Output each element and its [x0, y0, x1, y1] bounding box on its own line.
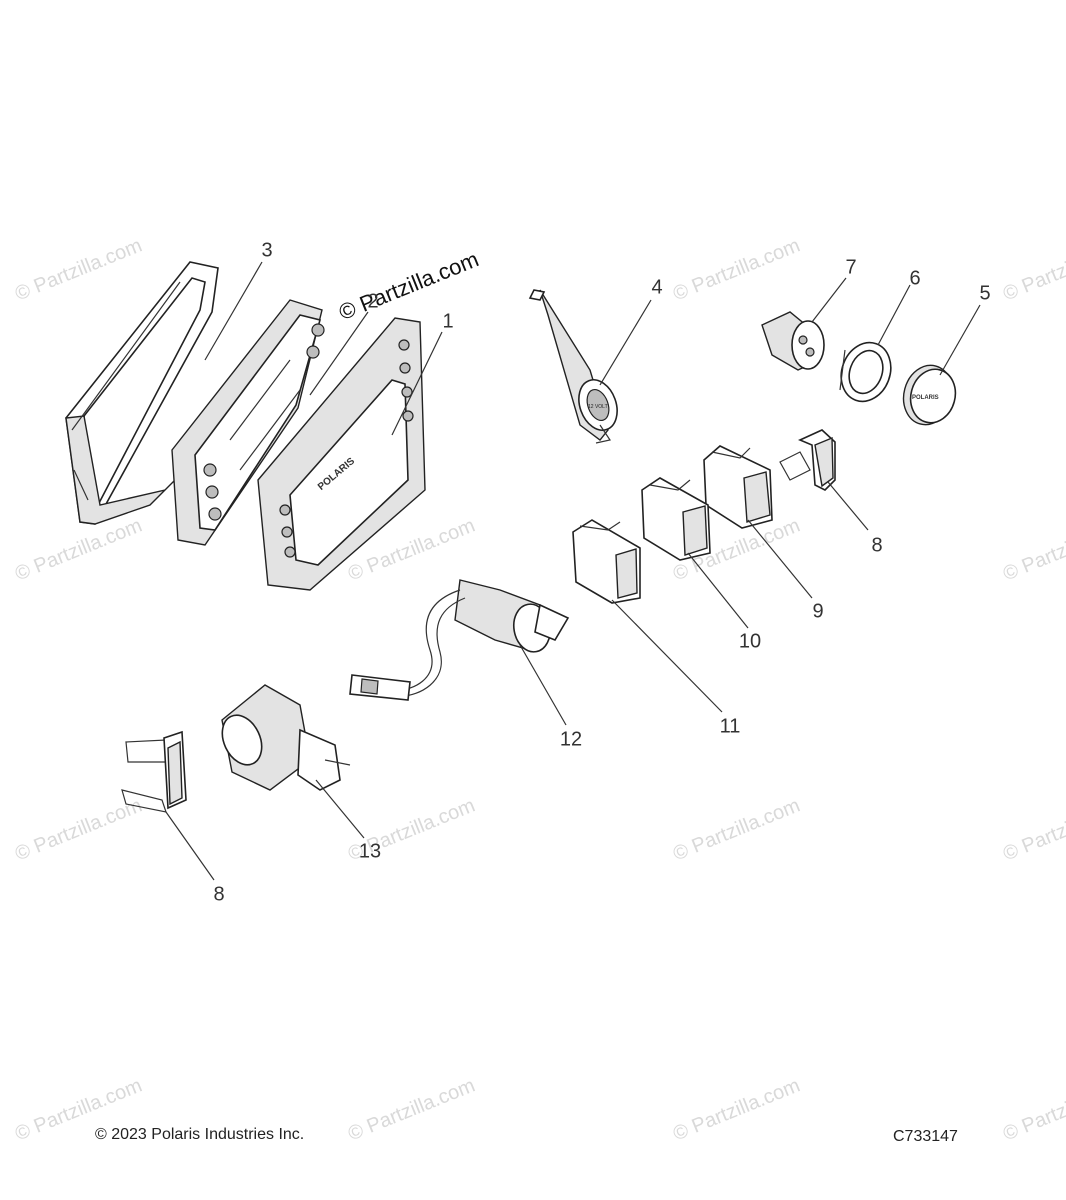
part-8-switch-blank-lower — [121, 730, 187, 813]
part-13-knob — [221, 684, 351, 791]
callout-7: 7 — [845, 256, 857, 279]
part-5-cap: POLARIS — [902, 364, 957, 426]
callout-1: 1 — [442, 310, 454, 333]
part-12-ignition-harness — [349, 579, 570, 701]
part-11-rocker-switch — [572, 519, 641, 604]
callout-5: 5 — [979, 282, 991, 305]
callout-10: 10 — [738, 630, 762, 653]
callout-4: 4 — [651, 276, 663, 299]
part-1-front-bezel: POLARIS — [257, 317, 426, 591]
part-6-nut-ring — [839, 341, 892, 403]
outlet-label-text: 12 VOLT — [588, 404, 608, 410]
leader-lines — [165, 261, 981, 881]
copyright-text: © 2023 Polaris Industries Inc. — [95, 1126, 305, 1143]
callout-3: 3 — [261, 239, 273, 262]
part-8-switch-blank-upper — [779, 429, 836, 491]
part-4-power-outlet: 12 VOLT — [528, 289, 618, 444]
callout-9: 9 — [812, 600, 824, 623]
callout-8-upper: 8 — [871, 534, 883, 557]
diagram-code: C733147 — [893, 1128, 958, 1145]
callout-8-lower: 8 — [213, 883, 225, 906]
part-7-usb-port — [761, 311, 825, 371]
callout-11: 11 — [719, 715, 741, 738]
callout-13: 13 — [358, 840, 382, 863]
callout-6: 6 — [909, 267, 921, 290]
part-10-rocker-switch — [641, 477, 711, 561]
callout-12: 12 — [559, 728, 583, 751]
part-2-instrument-cluster — [171, 299, 325, 546]
cap-brand-text: POLARIS — [912, 395, 939, 401]
callout-2: 2 — [367, 290, 379, 313]
part-9-rocker-switch — [703, 445, 773, 529]
